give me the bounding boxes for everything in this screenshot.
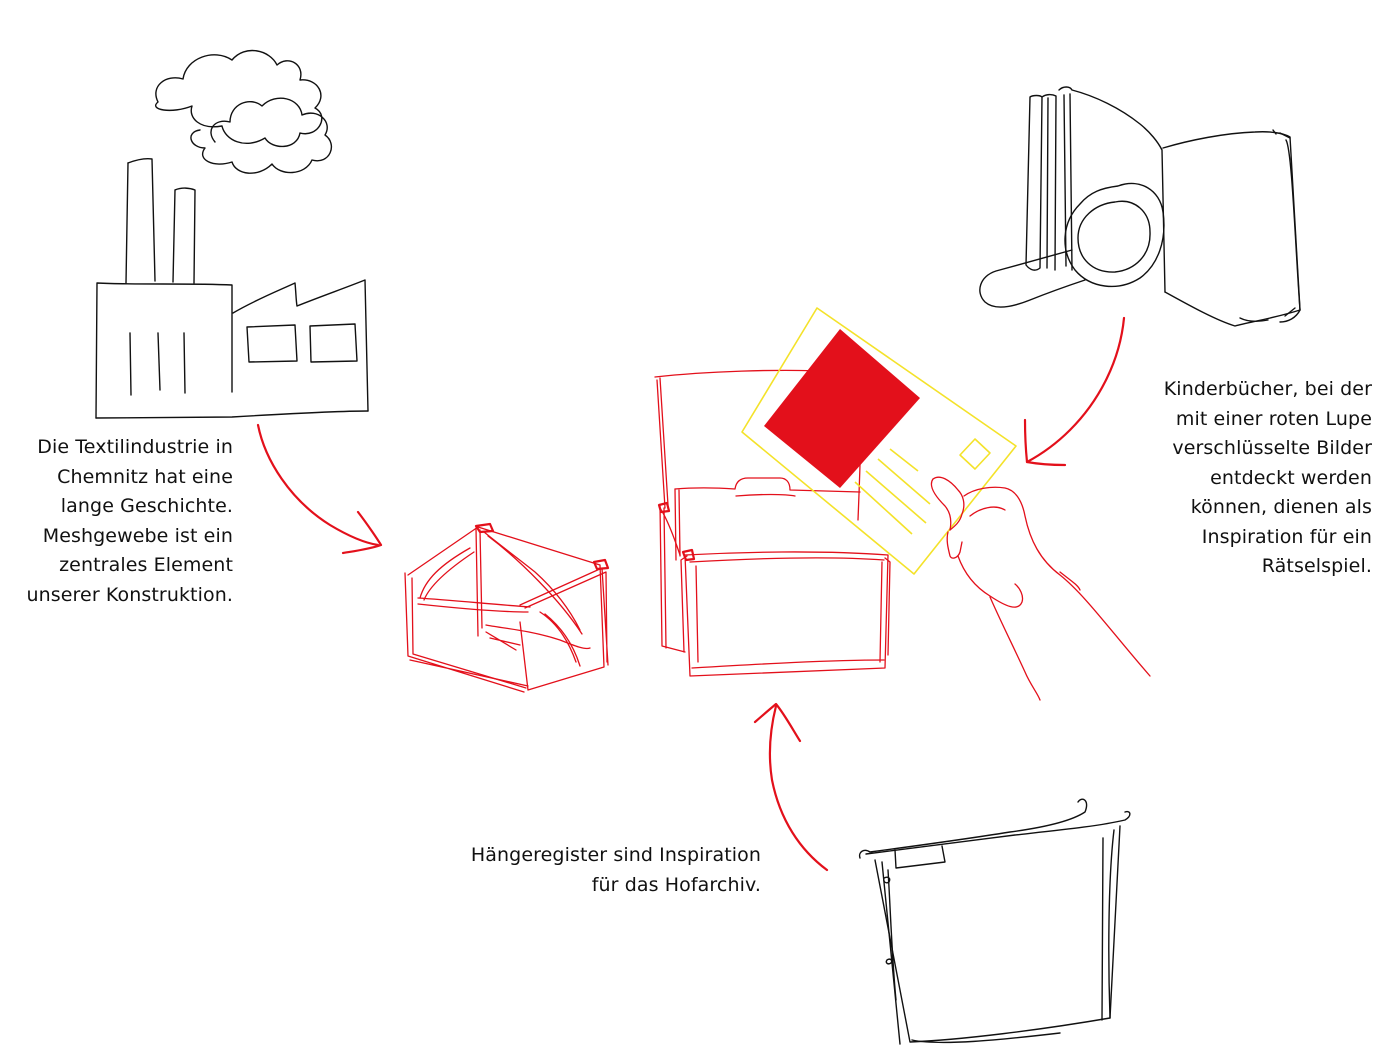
caption-line: verschlüsselte Bilder [1172, 437, 1372, 459]
arrow-book-to-postcard-head [1023, 418, 1067, 467]
arrow-factory-to-frame [256, 423, 380, 547]
caption-line: unserer Konstruktion. [26, 583, 233, 606]
postcard-sketch-icon [741, 307, 1017, 575]
caption-hanging-folders: Hängeregister sind Inspiration für das H… [400, 841, 761, 900]
caption-line: Die Textilindustrie in [37, 436, 233, 458]
arrow-folder-to-archive [768, 704, 829, 872]
caption-line: Inspiration für ein [1201, 525, 1372, 548]
arrow-book-to-postcard [1025, 316, 1126, 464]
caption-line: für das Hofarchiv. [591, 873, 761, 896]
caption-line: zentrales Element [59, 554, 233, 576]
caption-line: Chemnitz hat eine [57, 465, 233, 488]
hanging-folder-sketch-icon [858, 798, 1131, 1045]
factory-sketch-icon [95, 49, 369, 419]
archive-box-sketch-icon [654, 369, 891, 677]
caption-line: mit einer roten Lupe [1175, 407, 1372, 430]
arrow-factory-to-frame-head [341, 510, 383, 555]
caption-line: Kinderbücher, bei der [1163, 378, 1372, 400]
caption-line: können, dienen als [1190, 496, 1372, 518]
caption-line: Hängeregister sind Inspiration [470, 844, 761, 866]
caption-line: entdeckt werden [1210, 466, 1372, 489]
book-with-magnifier-sketch-icon [979, 86, 1301, 327]
caption-textile-industry: Die Textilindustrie in Chemnitz hat eine… [0, 433, 233, 610]
mesh-frame-sketch-icon [404, 522, 610, 693]
caption-line: Rätselspiel. [1261, 555, 1372, 577]
hand-sketch-icon [930, 476, 1151, 701]
caption-line: Meshgewebe ist ein [42, 524, 233, 547]
caption-line: lange Geschichte. [60, 495, 233, 517]
caption-childrens-books: Kinderbücher, bei der mit einer roten Lu… [1100, 375, 1372, 582]
arrow-folder-to-archive-head [753, 702, 802, 743]
